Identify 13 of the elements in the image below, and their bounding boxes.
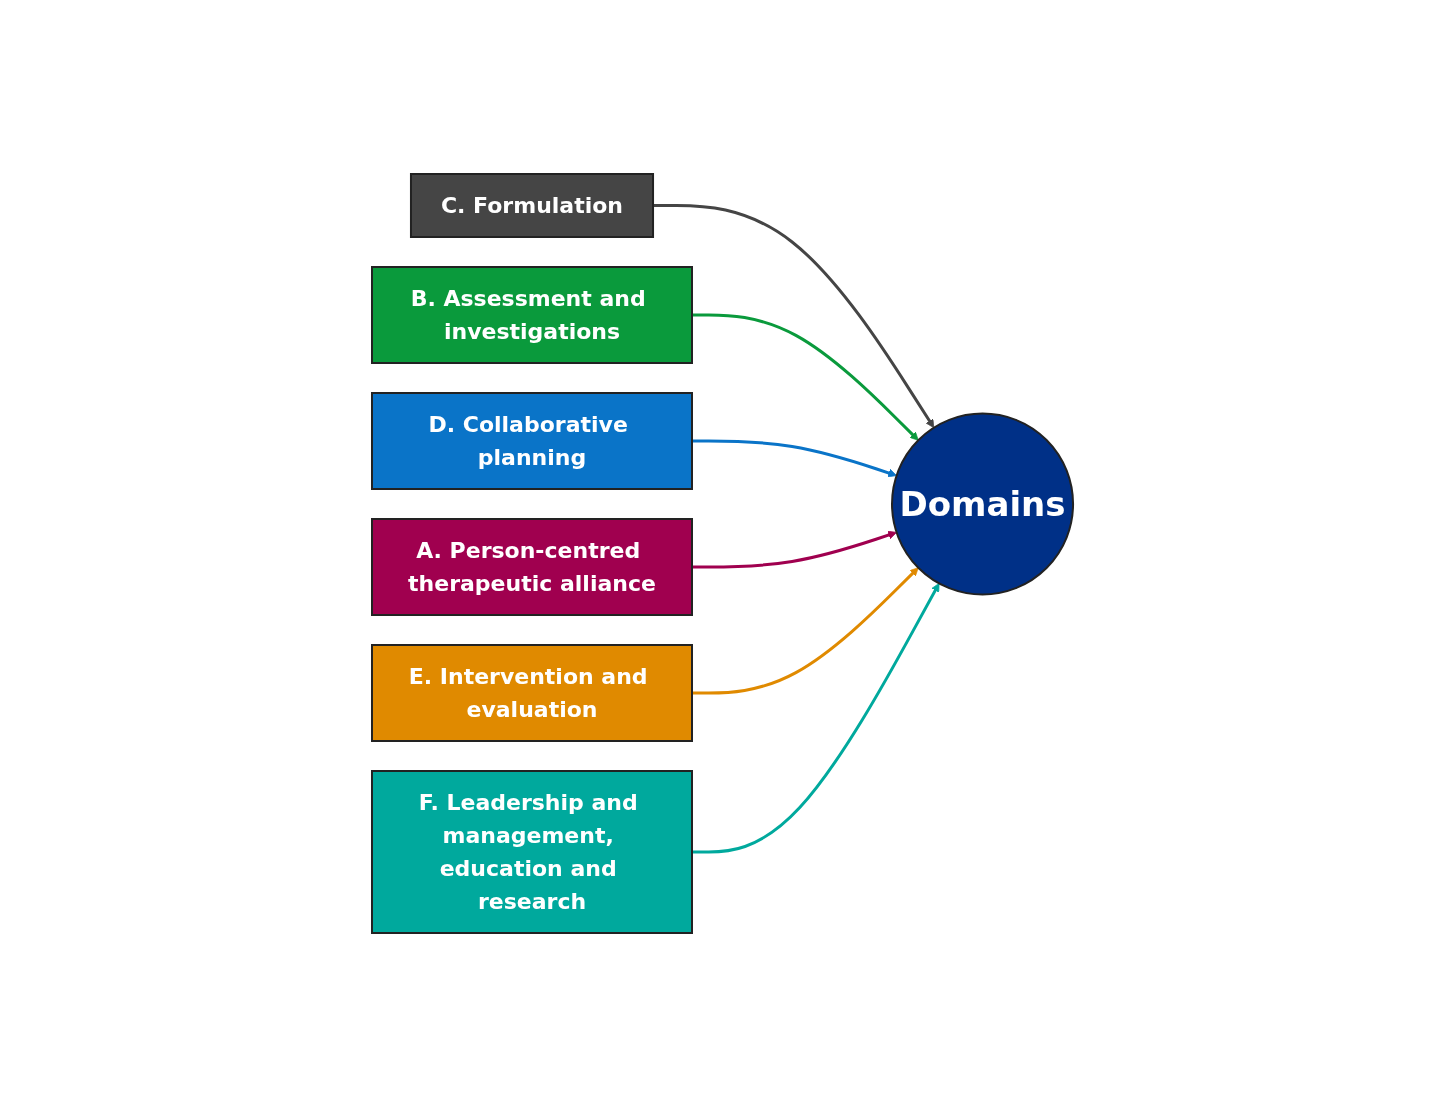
node-box: E. Intervention and evaluation (370, 643, 693, 742)
arrow (653, 203, 935, 428)
node-box: F. Leadership and management, education and research (370, 769, 693, 934)
node-box: B. Assessment and investigations (370, 265, 693, 364)
arrow (691, 439, 897, 477)
node-box: A. Person-centred therapeutic alliance (370, 517, 693, 616)
node-box: D. Collaborative planning (370, 391, 693, 490)
arrow (691, 566, 919, 694)
arrow (691, 313, 919, 441)
node-box: C. Formulation (409, 172, 654, 238)
arrow (691, 530, 897, 568)
node-circle: Domains (890, 411, 1075, 596)
arrow (691, 582, 940, 853)
